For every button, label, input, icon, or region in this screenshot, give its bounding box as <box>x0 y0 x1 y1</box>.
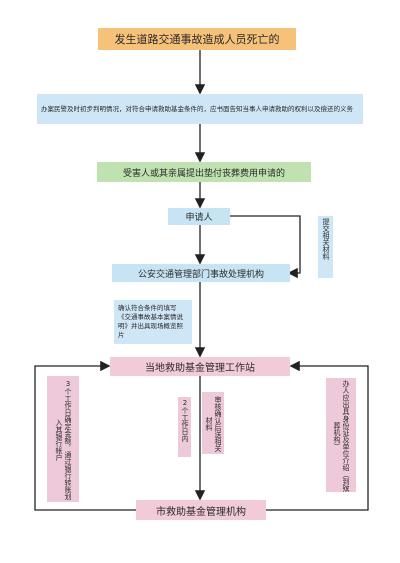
confirm-text: 确认符合条件的填写《交通事故基本案情说明》并出具现场概览照片 <box>118 304 183 339</box>
loop-left-transfer <box>34 360 136 511</box>
applicant-text: 申请人 <box>185 213 213 223</box>
applicant-box: 申请人 <box>168 208 230 225</box>
handle-text: 办人应出具身份证及单位介绍（到殡葬机构） <box>333 380 350 492</box>
handle-label: 办人应出具身份证及单位介绍（到殡葬机构） <box>326 378 356 492</box>
loop-right-handle <box>266 360 369 511</box>
submit-materials-label: 提交相关材料 <box>318 216 333 278</box>
station-box: 当地救助基金管理工作站 <box>110 357 290 376</box>
title-text: 发生道路交通事故造成人员死亡的 <box>114 33 280 46</box>
police-office-box: 公安交通管理部门事故处理机构 <box>112 264 290 282</box>
notice-text: 办案民警及时初步判明情况，对符合申请救助基金条件的，应书面告知当事人申请救助的权… <box>41 104 353 113</box>
transfer-label: 3个工作日确定金额，通过银行转账划入其银行帐户 <box>47 376 79 502</box>
submit-materials-text: 提交相关材料 <box>322 218 330 260</box>
victim-request-text: 受害人或其亲属提出垫付丧葬费用申请的 <box>122 168 285 179</box>
reviewed-text: 审核确认后送相关材料 <box>205 396 222 452</box>
victim-request-box: 受害人或其亲属提出垫付丧葬费用申请的 <box>97 162 311 182</box>
confirm-box: 确认符合条件的填写《交通事故基本案情说明》并出具现场概览照片 <box>114 300 192 344</box>
transfer-text: 3个工作日确定金额，通过银行转账划入其银行帐户 <box>55 380 72 500</box>
title-box: 发生道路交通事故造成人员死亡的 <box>98 28 296 50</box>
notice-box: 办案民警及时初步判明情况，对符合申请救助基金条件的，应书面告知当事人申请救助的权… <box>37 94 363 124</box>
agency-box: 市救助基金管理机构 <box>136 500 266 520</box>
workdays-label: 2个工作日内 <box>178 397 191 457</box>
agency-text: 市救助基金管理机构 <box>156 506 246 518</box>
workdays-text: 2个工作日内 <box>181 399 189 442</box>
station-text: 当地救助基金管理工作站 <box>145 363 255 374</box>
police-office-text: 公安交通管理部门事故处理机构 <box>137 269 264 280</box>
reviewed-label: 审核确认后送相关材料 <box>202 392 224 454</box>
loop-submit-materials <box>230 215 301 279</box>
